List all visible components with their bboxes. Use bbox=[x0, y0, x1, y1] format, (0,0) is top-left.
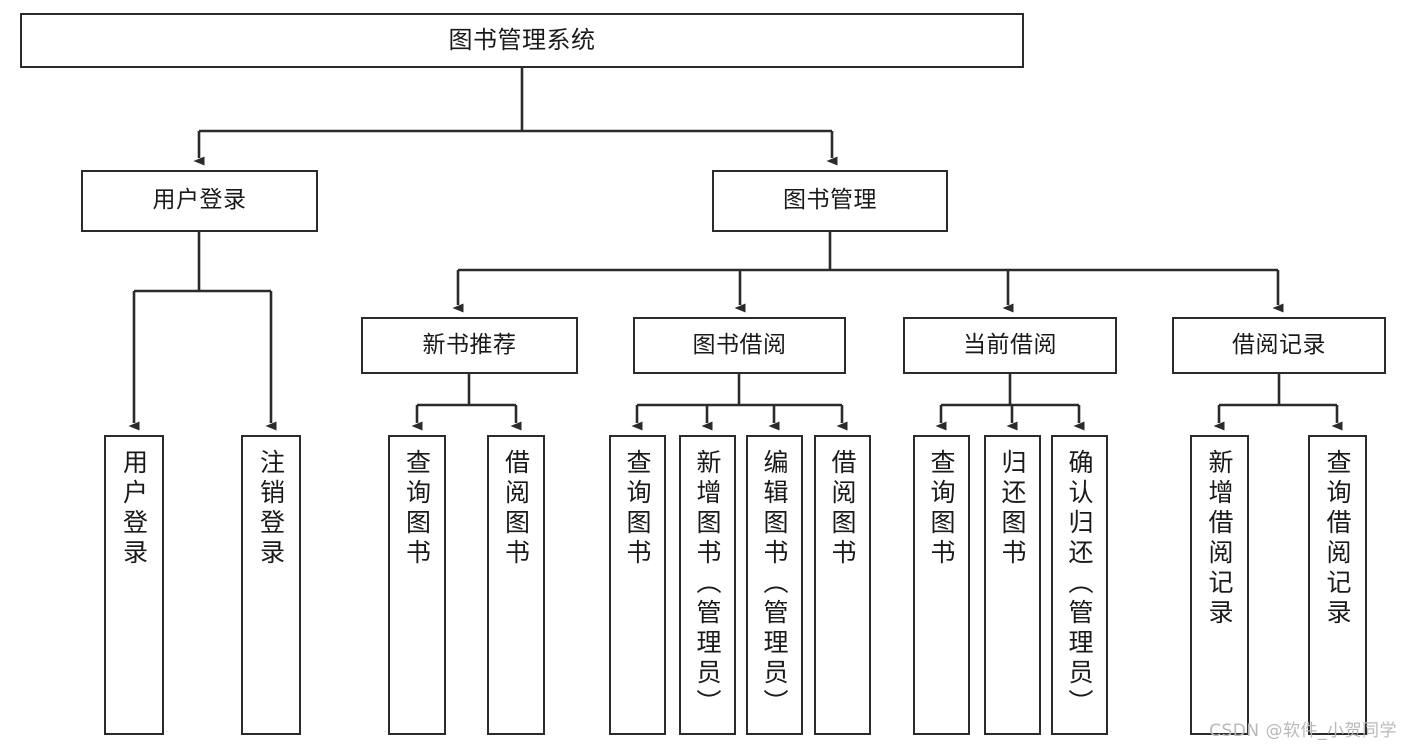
node-book-manage[interactable]: 图书管理 bbox=[712, 170, 948, 232]
node-leaf-add-record[interactable]: 新增借阅记录 bbox=[1190, 435, 1249, 735]
node-new-book-recommend[interactable]: 新书推荐 bbox=[361, 317, 578, 374]
node-leaf-borrow-book-2-label: 借阅图书 bbox=[828, 449, 857, 569]
node-book-borrow[interactable]: 图书借阅 bbox=[633, 317, 846, 374]
node-leaf-confirm-return-label: 确认归还（管理员） bbox=[1065, 449, 1094, 719]
node-leaf-query-record[interactable]: 查询借阅记录 bbox=[1308, 435, 1367, 735]
node-leaf-edit-book-label: 编辑图书（管理员） bbox=[760, 449, 789, 719]
node-leaf-query-book-3[interactable]: 查询图书 bbox=[913, 435, 970, 735]
node-leaf-return-book[interactable]: 归还图书 bbox=[984, 435, 1041, 735]
node-borrow-record-label: 借阅记录 bbox=[1232, 331, 1326, 358]
node-user-login[interactable]: 用户登录 bbox=[81, 170, 318, 232]
node-leaf-add-book-label: 新增图书（管理员） bbox=[693, 449, 722, 719]
node-leaf-logout-label: 注销登录 bbox=[256, 449, 286, 569]
node-leaf-edit-book[interactable]: 编辑图书（管理员） bbox=[746, 435, 803, 735]
node-leaf-return-book-label: 归还图书 bbox=[998, 449, 1027, 569]
node-leaf-add-book[interactable]: 新增图书（管理员） bbox=[679, 435, 736, 735]
node-book-manage-label: 图书管理 bbox=[783, 187, 877, 214]
node-book-borrow-label: 图书借阅 bbox=[692, 331, 787, 358]
node-leaf-confirm-return[interactable]: 确认归还（管理员） bbox=[1051, 435, 1108, 735]
node-leaf-user-login-label: 用户登录 bbox=[119, 449, 149, 569]
node-leaf-query-book-1[interactable]: 查询图书 bbox=[388, 435, 446, 735]
node-leaf-query-book-2-label: 查询图书 bbox=[623, 449, 652, 569]
node-leaf-user-login[interactable]: 用户登录 bbox=[104, 435, 164, 735]
node-leaf-query-book-2[interactable]: 查询图书 bbox=[609, 435, 666, 735]
node-borrow-record[interactable]: 借阅记录 bbox=[1172, 317, 1386, 374]
node-root[interactable]: 图书管理系统 bbox=[20, 13, 1024, 68]
node-current-borrow-label: 当前借阅 bbox=[963, 331, 1057, 358]
node-root-label: 图书管理系统 bbox=[448, 26, 596, 55]
node-new-book-recommend-label: 新书推荐 bbox=[422, 331, 517, 358]
csdn-watermark: CSDN @软件_小贺同学 bbox=[1209, 721, 1397, 741]
node-current-borrow[interactable]: 当前借阅 bbox=[903, 317, 1117, 374]
node-leaf-add-record-label: 新增借阅记录 bbox=[1205, 449, 1234, 629]
node-user-login-label: 用户登录 bbox=[152, 187, 247, 214]
node-leaf-query-record-label: 查询借阅记录 bbox=[1323, 449, 1352, 629]
node-leaf-logout[interactable]: 注销登录 bbox=[241, 435, 301, 735]
node-leaf-query-book-1-label: 查询图书 bbox=[402, 449, 432, 569]
node-leaf-borrow-book-1[interactable]: 借阅图书 bbox=[487, 435, 545, 735]
node-leaf-borrow-book-2[interactable]: 借阅图书 bbox=[814, 435, 871, 735]
node-leaf-query-book-3-label: 查询图书 bbox=[927, 449, 956, 569]
node-leaf-borrow-book-1-label: 借阅图书 bbox=[501, 449, 531, 569]
